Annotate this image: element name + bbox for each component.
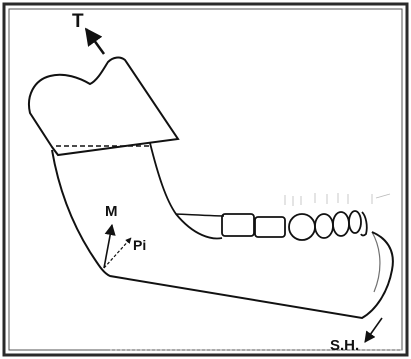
suprahyoid-vector-arrow [365, 318, 382, 342]
diagram-frame [4, 4, 407, 355]
molar-tooth [255, 217, 285, 237]
medial-pterygoid-label: Pi [133, 237, 146, 253]
suprahyoid-label: S.H. [330, 337, 359, 354]
alveolar-line [176, 214, 224, 216]
premolar-tooth [289, 214, 315, 240]
incisor-tooth [349, 211, 361, 233]
masseter-label: M [105, 203, 118, 220]
canine-tooth [333, 212, 349, 236]
condyle-coronoid-outline [29, 58, 178, 155]
premolar-tooth [315, 214, 333, 238]
incisor-tooth [361, 212, 367, 236]
molar-tooth [222, 214, 254, 236]
diagram-inner-frame [9, 9, 402, 350]
masseter-vector-arrow [104, 225, 112, 268]
anterior-ramus-border [150, 143, 222, 238]
sketch-hairlines [285, 193, 390, 206]
temporalis-vector-arrow [86, 29, 104, 54]
teeth-row [222, 211, 367, 240]
chin-contour [372, 232, 380, 292]
temporalis-label: T [72, 11, 84, 32]
